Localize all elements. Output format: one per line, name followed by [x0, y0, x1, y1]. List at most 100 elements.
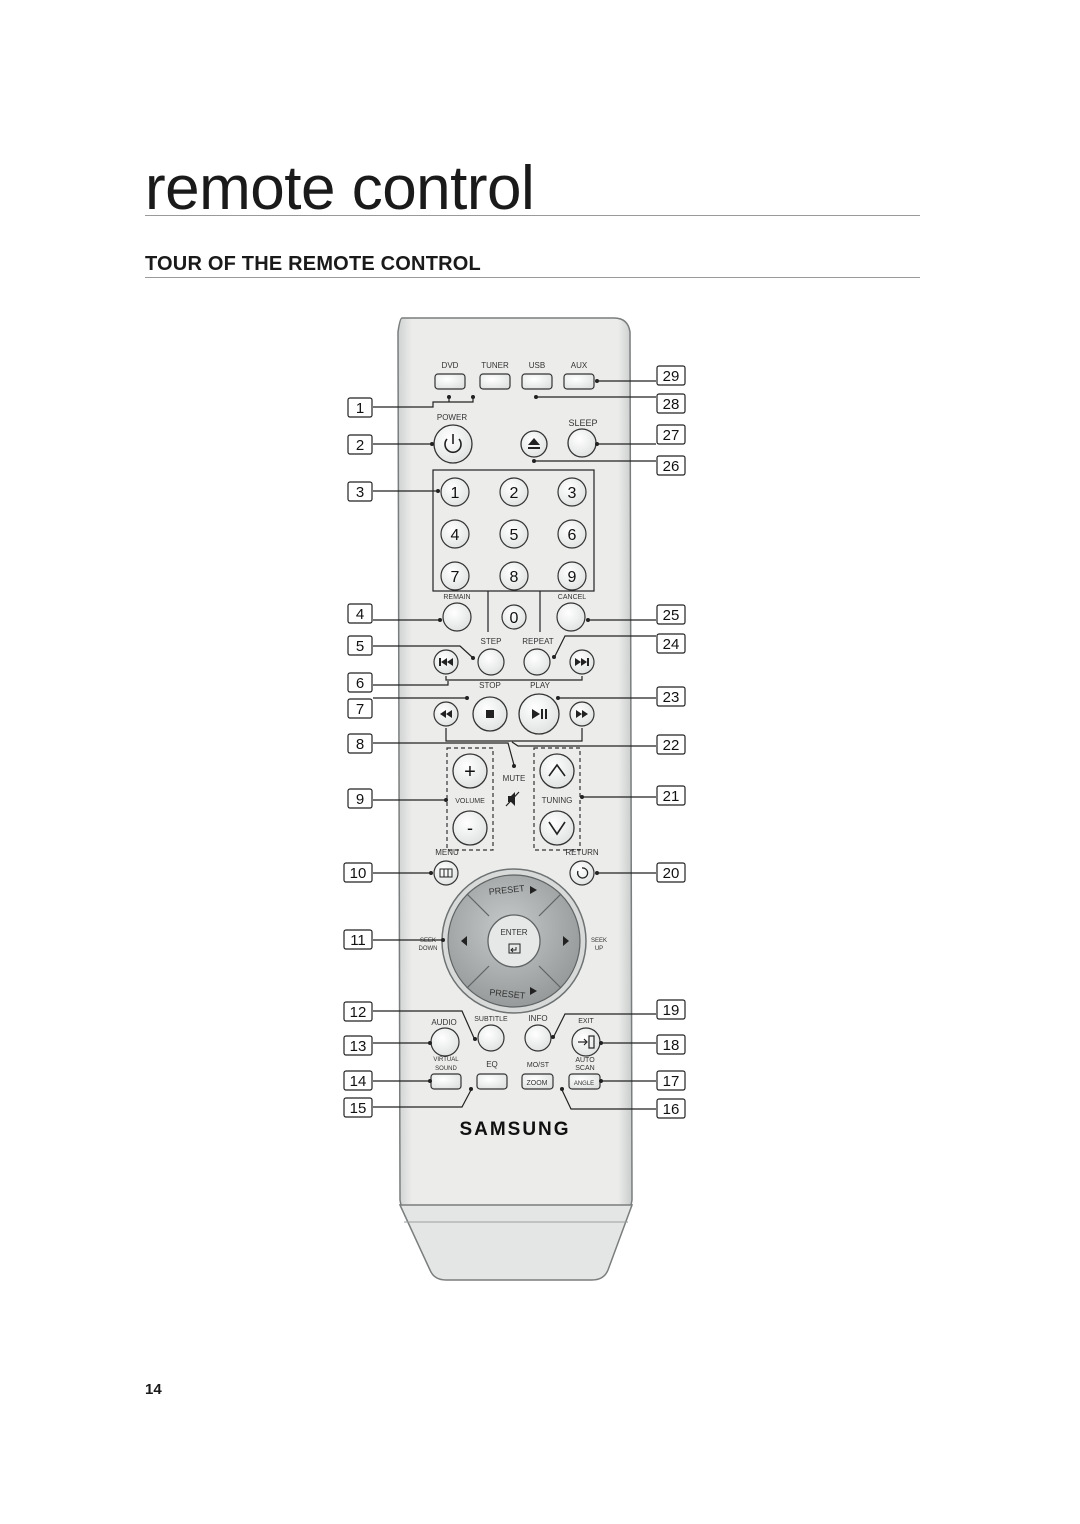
step-button[interactable]	[477, 648, 505, 676]
digit-button-1[interactable]	[440, 477, 470, 507]
sleep-button[interactable]	[567, 428, 597, 458]
preset-down-label: PRESET	[489, 987, 526, 1001]
digit-button-0[interactable]	[501, 604, 527, 630]
digit-label-3: 3	[568, 485, 577, 502]
return-icon	[576, 867, 589, 879]
skip-back-icon	[439, 658, 453, 666]
eq-button[interactable]	[476, 1073, 508, 1090]
dvd-button[interactable]	[434, 373, 466, 390]
digit-button-7[interactable]	[440, 561, 470, 591]
callout-box	[347, 397, 373, 418]
callout-box	[343, 1001, 373, 1022]
virtual-sound-label-1: VIRTUAL	[433, 1057, 459, 1063]
auto-scan-label-1: AUTO	[575, 1057, 595, 1064]
callout-number: 1	[356, 400, 364, 417]
page-number: 14	[145, 1381, 162, 1398]
digit-button-9[interactable]	[557, 561, 587, 591]
digit-label-9: 9	[568, 569, 577, 586]
callout-number: 19	[663, 1002, 680, 1019]
callout-box	[656, 734, 686, 755]
callout-box	[343, 1070, 373, 1091]
digit-button-5[interactable]	[499, 519, 529, 549]
volume-down-button[interactable]	[452, 810, 488, 846]
callouts-left: 1 2 3 4 5 6 7 8 9 10 11 12 13 14 15	[343, 397, 373, 1118]
exit-label: EXIT	[578, 1018, 594, 1025]
fast-forward-icon	[576, 710, 588, 718]
menu-icon	[439, 868, 453, 878]
stop-label: STOP	[479, 681, 501, 690]
right-arrow-icon	[563, 936, 569, 946]
digit-label-2: 2	[510, 485, 519, 502]
tuning-up-button[interactable]	[539, 753, 575, 789]
search-bracket	[445, 728, 583, 742]
info-label: INFO	[528, 1014, 547, 1023]
aux-label: AUX	[571, 361, 588, 370]
callout-box	[347, 635, 373, 656]
audio-label: AUDIO	[431, 1018, 456, 1027]
callout-lines-right	[511, 379, 656, 1110]
callout-box	[656, 1070, 686, 1091]
page-title: remote control	[145, 154, 535, 223]
aux-button[interactable]	[563, 373, 595, 390]
sleep-label: SLEEP	[568, 418, 597, 428]
volume-up-button[interactable]	[452, 753, 488, 789]
repeat-button[interactable]	[523, 648, 551, 676]
callout-number: 2	[356, 437, 364, 454]
callout-box	[656, 424, 686, 445]
play-label: PLAY	[530, 681, 551, 690]
callout-number: 16	[663, 1101, 680, 1118]
preset-down-arrow-icon	[530, 987, 537, 995]
callout-number: 6	[356, 675, 364, 692]
audio-button[interactable]	[430, 1027, 460, 1057]
zoom-button[interactable]	[521, 1073, 554, 1090]
usb-button[interactable]	[521, 373, 553, 390]
digit-button-8[interactable]	[499, 561, 529, 591]
return-button[interactable]	[569, 860, 595, 886]
cancel-button[interactable]	[556, 602, 586, 632]
number-pad: 1 2 3 4 5 6 7 8 9	[440, 477, 587, 591]
seek-up-label-1: SEEK	[591, 938, 607, 944]
preset-up-label: PRESET	[488, 883, 525, 897]
callout-box	[347, 788, 373, 809]
callout-number: 22	[663, 737, 680, 754]
digit-button-2[interactable]	[499, 477, 529, 507]
exit-icon	[578, 1035, 595, 1049]
chevron-down-icon	[548, 821, 566, 836]
usb-label: USB	[529, 361, 545, 370]
virtual-sound-label-2: SOUND	[435, 1066, 457, 1072]
section-heading: TOUR OF THE REMOTE CONTROL	[145, 253, 481, 275]
callout-lines-left	[373, 395, 516, 1108]
enter-button[interactable]	[487, 914, 541, 968]
digit-label-7: 7	[451, 569, 460, 586]
remain-label: REMAIN	[443, 594, 470, 601]
info-button[interactable]	[524, 1024, 552, 1052]
power-label: POWER	[437, 413, 467, 422]
skip-forward-icon	[575, 658, 589, 666]
return-label: RETURN	[565, 848, 599, 857]
enter-label: ENTER	[500, 928, 527, 937]
subtitle-button[interactable]	[477, 1024, 505, 1052]
callout-number: 29	[663, 368, 680, 385]
tuner-label: TUNER	[481, 361, 509, 370]
volume-label: VOLUME	[455, 798, 485, 805]
enter-icon	[508, 943, 521, 954]
menu-button[interactable]	[433, 860, 459, 886]
nav-dividers	[466, 893, 562, 989]
digit-button-6[interactable]	[557, 519, 587, 549]
source-buttons: DVD TUNER USB AUX	[434, 361, 595, 390]
callout-box	[347, 481, 373, 502]
mute-icon[interactable]	[505, 791, 520, 807]
menu-label: MENU	[435, 848, 459, 857]
callout-box	[656, 785, 686, 806]
callout-number: 25	[663, 607, 680, 624]
virtual-sound-button[interactable]	[430, 1073, 462, 1090]
callout-number: 10	[350, 865, 367, 882]
digit-label-4: 4	[451, 527, 460, 544]
tuning-down-button[interactable]	[539, 810, 575, 846]
digit-button-3[interactable]	[557, 477, 587, 507]
callout-box	[347, 672, 373, 693]
tuner-button[interactable]	[479, 373, 511, 390]
digit-button-4[interactable]	[440, 519, 470, 549]
remain-button[interactable]	[442, 602, 472, 632]
